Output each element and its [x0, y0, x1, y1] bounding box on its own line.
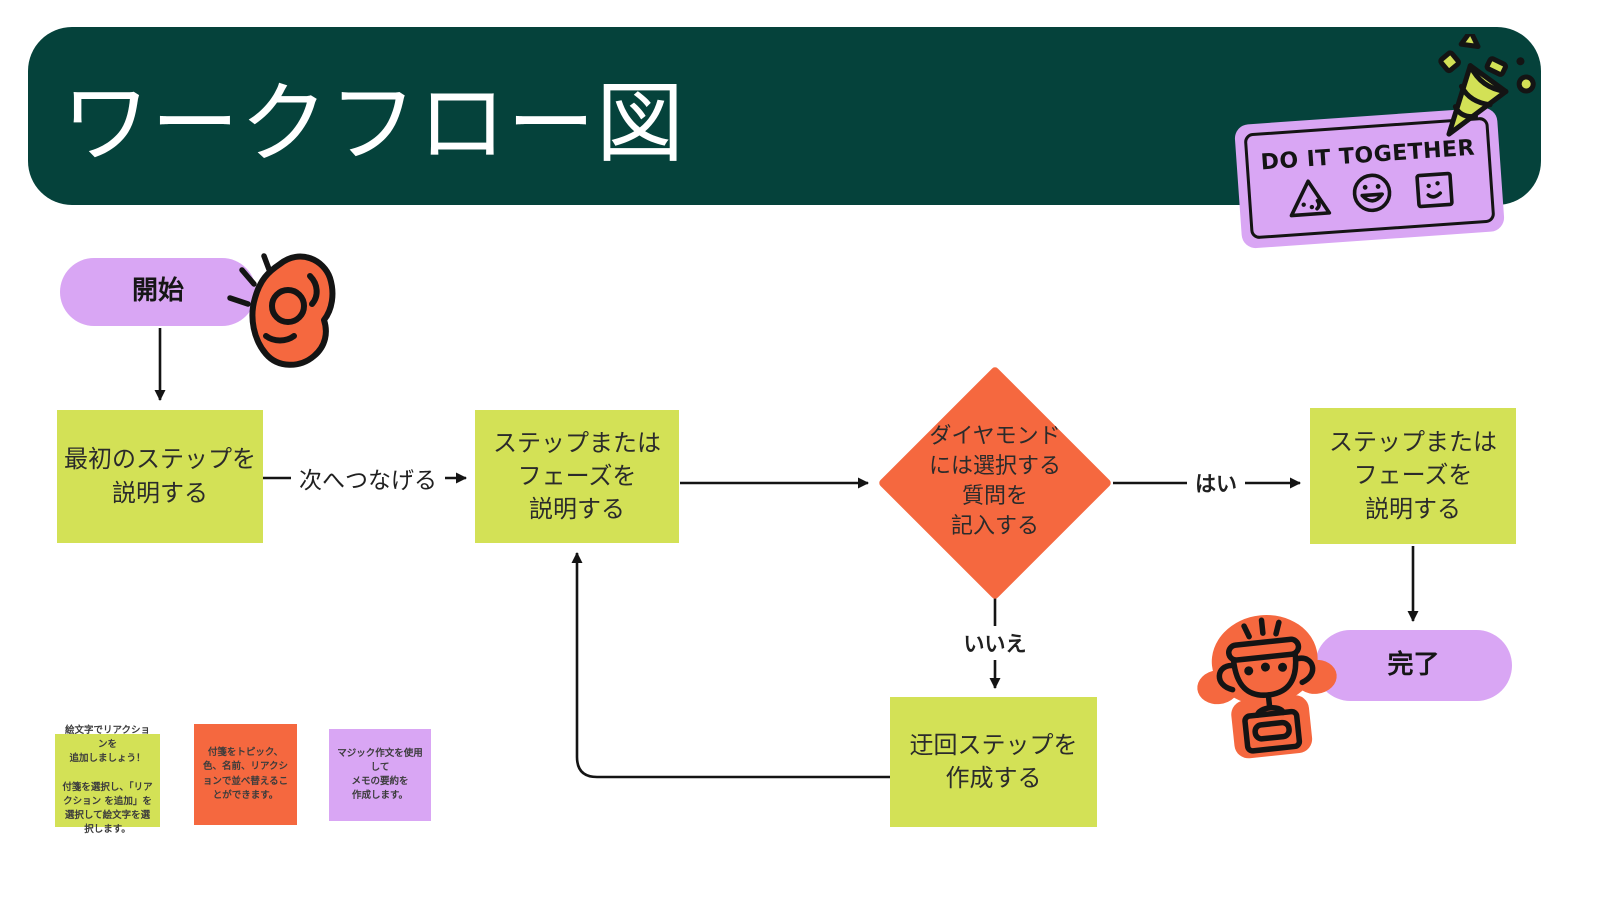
step2-node[interactable]: ステップまたは フェーズを 説明する — [475, 410, 679, 543]
step1-node[interactable]: 最初のステップを 説明する — [57, 410, 263, 543]
edge-label-no[interactable]: いいえ — [955, 626, 1035, 660]
sticky-note-reactions[interactable]: 絵文字でリアクションを 追加しましょう！ 付箋を選択し、「リアクション を追加」… — [55, 725, 160, 835]
start-node[interactable]: 開始 — [60, 258, 256, 326]
page-title: ワークフロー図 — [62, 71, 686, 175]
sticker-icons — [1284, 165, 1457, 221]
edge-label-yes[interactable]: はい — [1187, 466, 1245, 500]
sticky-note-magic-write[interactable]: マジック作文を使用して メモの要約を 作成します。 — [329, 729, 431, 821]
triangle-face-icon — [1289, 179, 1331, 218]
detour-node[interactable]: 迂回ステップを 作成する — [890, 697, 1097, 827]
smiley-face-icon — [1352, 173, 1391, 213]
do-it-together-sticker[interactable]: DO IT TOGETHER — [1233, 106, 1506, 250]
snap-fingers-hand-icon[interactable] — [218, 238, 344, 378]
party-popper-icon[interactable] — [1398, 34, 1550, 166]
decision-label: ダイヤモンド には選択する 質問を 記入する — [928, 424, 1061, 539]
square-face-icon — [1414, 171, 1454, 209]
edge-label-connect-next[interactable]: 次へつなげる — [291, 459, 445, 497]
header-banner[interactable]: ワークフロー図 — [28, 27, 1541, 205]
sticky-note-sorting[interactable]: 付箋をトピック、色、名前、リアクションで並べ替えることができます。 — [194, 724, 297, 825]
trophy-icon[interactable] — [1192, 602, 1342, 767]
step3-node[interactable]: ステップまたは フェーズを 説明する — [1310, 408, 1516, 544]
end-node[interactable]: 完了 — [1315, 630, 1512, 701]
connector-detour-to-step2[interactable] — [571, 552, 890, 779]
